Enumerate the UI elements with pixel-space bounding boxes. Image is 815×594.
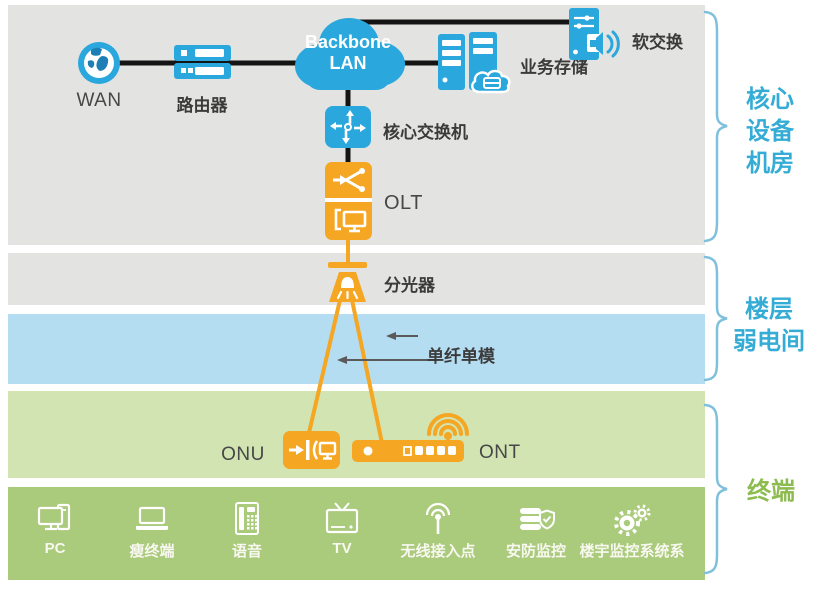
terminal-label: 无线接入点 <box>400 543 476 560</box>
fiber-note-arrows <box>337 332 438 364</box>
business-storage-label: 业务存储 <box>520 58 588 77</box>
backbone-lan-line2: LAN <box>329 52 367 73</box>
terminal-brace <box>703 403 728 575</box>
fiber-note-label: 单纤单模 <box>427 347 495 366</box>
onu-label: ONU <box>221 444 265 465</box>
terminal-dark-band <box>8 487 705 580</box>
router-label: 路由器 <box>176 96 228 115</box>
olt-label: OLT <box>384 192 423 214</box>
business-storage-icon <box>438 32 511 94</box>
router-icon <box>174 45 231 79</box>
wireless-antenna-icon <box>425 502 451 534</box>
terminal-label: 安防监控 <box>505 543 566 560</box>
laptop-icon <box>136 506 168 530</box>
softswitch-icon <box>569 8 620 60</box>
ont-wifi-icon <box>427 413 469 440</box>
terminal-label: 语音 <box>231 543 262 560</box>
ont-label: ONT <box>479 442 521 463</box>
terminal-light-band <box>8 391 705 478</box>
backbone-lan-line1: Backbone <box>304 32 392 52</box>
softswitch-label: 软交换 <box>632 33 683 52</box>
onu-icon <box>283 431 340 469</box>
fiber-links <box>306 236 384 445</box>
floor-room-brace <box>703 255 728 382</box>
section-label-terminal: 终端 <box>747 478 795 505</box>
backbone-lan-label: Backbone LAN <box>283 32 413 73</box>
terminal-item-wireless-ap: 无线接入点 <box>383 501 493 561</box>
section-label-core-room: 核心 设备 机房 <box>746 86 794 177</box>
tv-icon <box>325 502 359 534</box>
terminal-item-voice: 语音 <box>192 501 302 561</box>
optical-splitter-icon <box>328 262 367 302</box>
terminal-label: TV <box>332 540 352 557</box>
ont-router-icon <box>352 440 464 462</box>
security-monitor-icon <box>520 508 555 530</box>
core-switch-icon <box>325 106 371 148</box>
wan-label: WAN <box>76 90 122 111</box>
desktop-pc-icon <box>37 503 71 531</box>
section-label-floor-room: 楼层 弱电间 <box>733 296 805 355</box>
telephone-icon <box>235 502 259 535</box>
backbone-lan-cloud-icon <box>295 18 405 90</box>
terminal-item-security: 安防监控 <box>481 501 591 561</box>
gears-icon <box>614 504 651 536</box>
terminal-item-pc: PC <box>0 501 110 557</box>
wan-globe-icon <box>78 42 120 84</box>
olt-icon <box>325 162 372 240</box>
terminal-label: 楼宇监控系统系 <box>579 543 685 560</box>
terminal-item-tv: TV <box>287 501 397 557</box>
core-room-brace <box>703 10 728 243</box>
terminal-label: 瘦终端 <box>129 543 175 560</box>
terminal-item-thin-client: 瘦终端 <box>97 501 207 561</box>
terminal-label: PC <box>44 540 66 557</box>
splitter-label: 分光器 <box>384 276 435 295</box>
terminal-item-building-monitor: 楼宇监控系统系 <box>577 501 687 561</box>
core-switch-label: 核心交换机 <box>383 123 468 142</box>
